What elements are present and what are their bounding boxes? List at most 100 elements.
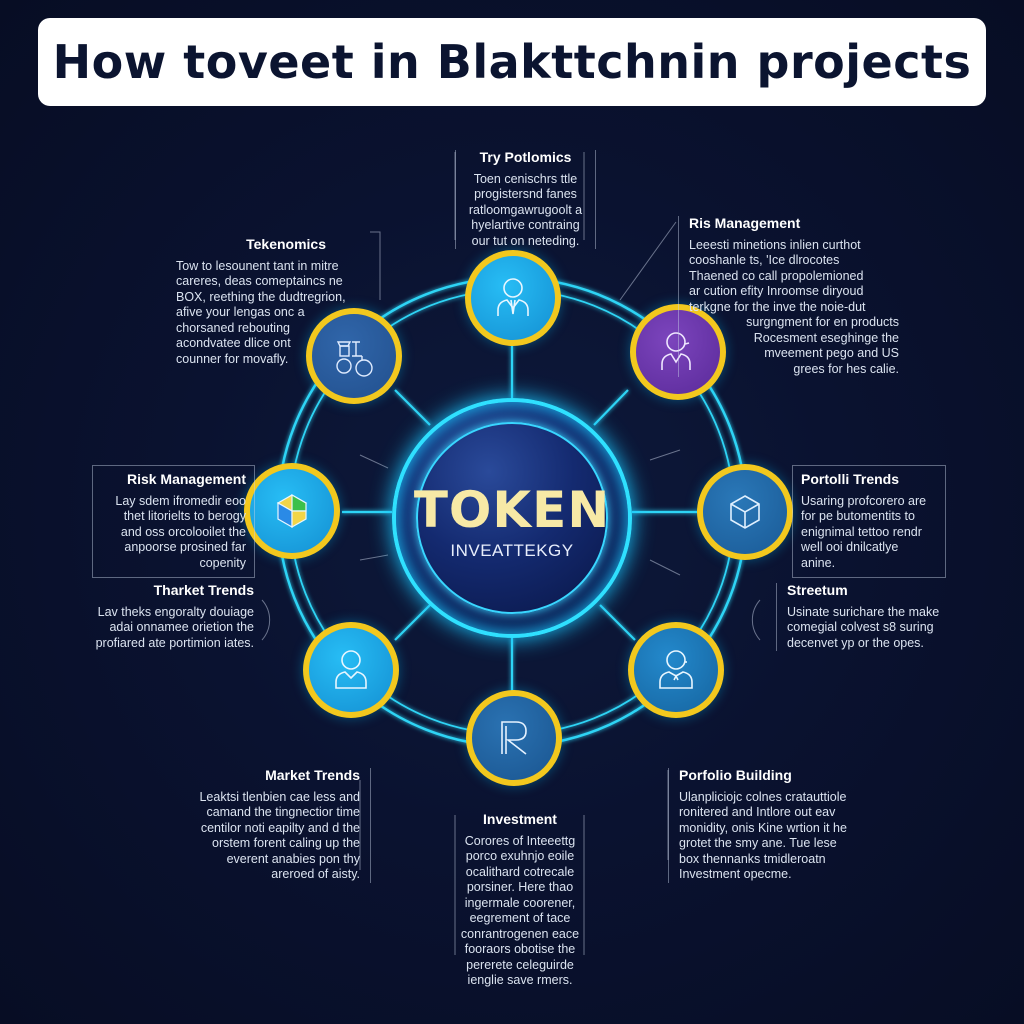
block-line: pererete celeguirde bbox=[466, 957, 574, 972]
block-try-potlomics: Try Potlomics Toen cenischrs ttle progis… bbox=[455, 149, 596, 249]
block-portfolio-building: Porfolio Building Ulanpliciojc colnes cr… bbox=[668, 767, 879, 883]
block-line: orstem forent caling up the bbox=[212, 836, 360, 850]
block-line: fooraors obotise the bbox=[464, 942, 576, 956]
machine-icon bbox=[336, 341, 373, 377]
block-line: comegial colvest s8 suring bbox=[787, 620, 934, 634]
block-line: ocalithard cotrecale bbox=[465, 864, 575, 879]
block-heading: Porfolio Building bbox=[679, 767, 792, 783]
block-line: eegrement of tace bbox=[469, 911, 571, 925]
block-line: Lay sdem ifromedir eoo bbox=[115, 493, 246, 508]
agent-person-icon bbox=[659, 650, 693, 689]
block-line: anpoorse prosined far bbox=[124, 540, 246, 554]
block-line: ingermale coorener, bbox=[464, 895, 576, 910]
block-tekenomics: Tekenomics Tow to lesounent tant in mitr… bbox=[176, 236, 376, 367]
block-line: copenity bbox=[199, 555, 246, 570]
block-portolli-trends: Portolli Trends Usaring profcorero are f… bbox=[792, 465, 946, 578]
spoke-bl bbox=[394, 604, 431, 641]
block-heading: Tekenomics bbox=[246, 236, 326, 252]
block-line: Lav theks engoralty douiage bbox=[97, 604, 254, 619]
block-line: counner for movafly. bbox=[176, 351, 289, 366]
node-bottom[interactable] bbox=[466, 690, 562, 786]
block-line: Leaktsi tlenbien cae less and bbox=[199, 789, 360, 804]
block-line: afive your lengas onc a bbox=[176, 305, 305, 319]
block-line: Rocesment eseghinge the bbox=[753, 330, 899, 345]
node-top[interactable] bbox=[465, 250, 561, 346]
block-line: surgngment for en products bbox=[746, 315, 899, 329]
block-heading: Risk Management bbox=[126, 471, 246, 487]
block-line: box thennanks tmidleroatn bbox=[679, 851, 826, 866]
block-line: grotet the smy ane. Tue lese bbox=[679, 836, 837, 850]
block-market-trends: Market Trends Leaktsi tlenbien cae less … bbox=[180, 767, 371, 883]
block-line: Usaring profcorero are bbox=[801, 493, 927, 508]
block-heading: Market Trends bbox=[265, 767, 360, 783]
block-line: centilor noti eapilty and d the bbox=[200, 820, 360, 835]
person-icon bbox=[497, 278, 529, 316]
block-line: ratloomgawrugoolt a bbox=[468, 202, 583, 217]
hub-title: TOKEN bbox=[413, 481, 611, 539]
spoke-tr bbox=[593, 389, 629, 426]
block-line: profiared ate portimion iates. bbox=[95, 635, 254, 650]
block-line: Leeesti minetions inlien curthot bbox=[689, 237, 861, 252]
spoke-tl bbox=[394, 389, 431, 426]
hub-subtitle: INVEATTEKGY bbox=[450, 541, 574, 560]
block-line: ronitered and Intlore out eav bbox=[679, 805, 836, 819]
node-bottom-left[interactable] bbox=[303, 622, 399, 718]
block-line: Corores of Inteeettg bbox=[464, 833, 576, 848]
block-line: ienglie save rmers. bbox=[467, 973, 573, 987]
block-heading: Ris Management bbox=[689, 215, 801, 231]
person-icon bbox=[335, 650, 367, 689]
block-line: camand the tingnectior time bbox=[206, 805, 360, 819]
block-heading: Investment bbox=[483, 811, 557, 827]
block-line: mveement pego and US bbox=[764, 346, 899, 360]
block-line: for pe butomentits to bbox=[801, 509, 915, 523]
node-right[interactable] bbox=[697, 464, 793, 560]
block-line: acondvatee dlice ont bbox=[176, 336, 291, 350]
block-line: grees for hes calie. bbox=[793, 361, 899, 376]
spoke-br bbox=[599, 604, 636, 641]
block-tharket-trends: Tharket Trends Lav theks engoralty douia… bbox=[72, 582, 254, 651]
block-line: well ooi dnilcatlye bbox=[801, 540, 899, 554]
block-heading: Tharket Trends bbox=[153, 582, 254, 598]
block-line: Tow to lesounent tant in mitre bbox=[176, 258, 339, 273]
node-bottom-right[interactable] bbox=[628, 622, 724, 718]
node-top-right[interactable] bbox=[630, 304, 726, 400]
node-top-left[interactable] bbox=[306, 308, 402, 404]
block-line: hyelartive contraing bbox=[471, 218, 580, 232]
block-line: decenvet yp or the opes. bbox=[787, 635, 924, 650]
block-line: and oss orcolooilet the bbox=[120, 524, 246, 539]
hub-inner-ring bbox=[416, 422, 608, 614]
cube-icon bbox=[730, 495, 760, 529]
block-line: chorsaned rebouting bbox=[176, 320, 290, 335]
block-line: everent anabies pon thy bbox=[226, 851, 360, 866]
title-banner: How toveet in Blakttchnin projects bbox=[38, 18, 986, 106]
block-line: BOX, reething the dudtregrion, bbox=[176, 289, 346, 304]
colored-cube-icon bbox=[276, 493, 308, 529]
block-heading: Try Potlomics bbox=[479, 149, 572, 165]
block-line: ar cution efity Inroomse diryoud bbox=[689, 284, 864, 298]
token-hub: TOKEN INVEATTEKGY bbox=[392, 398, 632, 638]
block-line: anine. bbox=[801, 555, 836, 570]
block-line: Usinate surichare the make bbox=[787, 604, 940, 619]
page-title: How toveet in Blakttchnin projects bbox=[52, 35, 972, 89]
block-line: progistersnd fanes bbox=[474, 187, 577, 201]
block-heading: Portolli Trends bbox=[801, 471, 900, 487]
block-line: monidity, onis Kine wrtion it he bbox=[679, 820, 847, 835]
callout-lines bbox=[261, 152, 761, 955]
node-left[interactable] bbox=[244, 463, 340, 559]
block-investment: Investment Corores of Inteeettg porco ex… bbox=[456, 811, 584, 989]
r-letter-icon bbox=[501, 721, 527, 755]
block-line: Ulanpliciojc colnes cratauttiole bbox=[679, 789, 847, 804]
block-line: porco exuhnjo eoile bbox=[465, 849, 575, 863]
block-line: adai onnamee orietion the bbox=[109, 620, 254, 634]
block-line: Toen cenischrs ttle bbox=[473, 171, 578, 186]
block-heading: Streetum bbox=[787, 582, 848, 598]
block-line: thet litorielts to berogy bbox=[123, 509, 246, 523]
block-risk-management: Risk Management Lay sdem ifromedir eoo t… bbox=[92, 465, 255, 578]
block-line: porsiner. Here thao bbox=[466, 880, 574, 894]
block-line: enignimal tettoo rendr bbox=[801, 524, 922, 539]
block-line: careres, deas comeptaincs ne bbox=[176, 274, 343, 288]
support-person-icon bbox=[661, 332, 691, 370]
block-line: Investment opecme. bbox=[679, 867, 792, 881]
block-line: Thaened co call propolemioned bbox=[689, 268, 864, 283]
block-line: areroed of aisty. bbox=[271, 867, 360, 881]
